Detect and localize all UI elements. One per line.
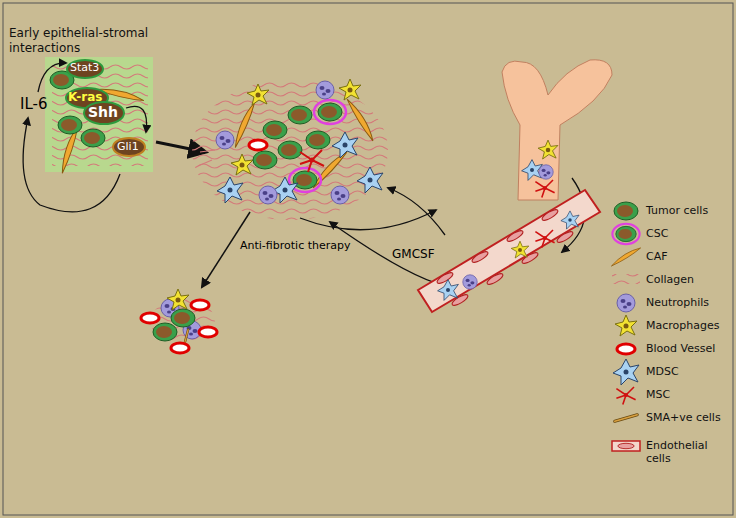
treated-tumor-part: [199, 327, 217, 337]
tumor-mass-part: [300, 150, 324, 172]
treated-tumor-part: [171, 309, 195, 327]
early-box-art-part: [81, 129, 105, 147]
legend-text: Tumor cells: [646, 204, 730, 217]
tumor-mass-part: [192, 80, 388, 220]
early-box-art-part: [58, 116, 82, 134]
treated-tumor-part: [171, 343, 189, 353]
therapy-label: Anti-fibrotic therapy: [240, 240, 350, 253]
gene-label: Gli1: [117, 141, 139, 154]
blood-vessel-tube-part: [438, 280, 459, 301]
blood-vessel-tube-part: [486, 272, 505, 286]
legend-icons-part: [612, 441, 640, 451]
gene-label: Stat3: [70, 62, 99, 75]
tumor-mass-part: [247, 84, 269, 105]
blood-vessel-tube-part: [541, 208, 560, 222]
early-box-art-part: [126, 106, 147, 132]
tumor-mass-part: [217, 177, 243, 203]
blood-vessel-tube-part: [471, 250, 490, 264]
bone-part: [535, 180, 554, 198]
legend-text: CAF: [646, 250, 730, 263]
gene-label: Shh: [88, 104, 118, 120]
early-box-art-part: [45, 57, 153, 172]
treated-tumor-part: [167, 289, 189, 310]
treated-tumor-part: [141, 313, 159, 323]
tumor-mass-part: [198, 150, 215, 166]
legend-icons-part: [609, 248, 643, 266]
legend-icons-part: [618, 443, 634, 448]
legend-text: SMA+ve cells: [646, 411, 730, 424]
tumor-mass-part: [306, 131, 330, 149]
arrows-part: [330, 222, 470, 287]
legend-text: Blood Vessel: [646, 342, 730, 355]
treated-tumor-part: [191, 300, 209, 310]
tumor-mass-part: [347, 96, 373, 145]
legend-icons-part: [617, 344, 635, 354]
legend-icons-part: [612, 274, 640, 284]
blood-vessel-tube-part: [511, 241, 529, 258]
tumor-mass-part: [231, 154, 253, 175]
box-heading: Early epithelial-stromal interactions: [9, 26, 149, 55]
blood-vessel-tube: [418, 190, 600, 312]
gene-label: K-ras: [68, 91, 102, 105]
tumor-mass: [192, 79, 388, 220]
treated-tumor-part: [153, 323, 177, 341]
tumor-mass-part: [339, 79, 361, 100]
tumor-mass-part: [278, 141, 302, 159]
tumor-mass-part: [288, 106, 312, 124]
legend-icons-part: [615, 315, 637, 336]
arrows-part: [388, 188, 445, 235]
legend-icons-part: [614, 202, 638, 220]
legend-text: CSC: [646, 227, 730, 240]
tumor-mass-part: [259, 186, 277, 204]
frame: [3, 3, 733, 515]
tumor-mass-part: [253, 151, 277, 169]
tumor-mass-part: [331, 186, 349, 204]
arrows-part: [38, 63, 66, 92]
tumor-mass-part: [314, 100, 346, 124]
blood-vessel-tube-part: [436, 271, 455, 285]
tumor-mass-part: [249, 140, 267, 150]
tumor-mass-part: [357, 167, 383, 193]
tumor-mass-part: [332, 132, 358, 158]
blood-vessel-tube-part: [463, 275, 477, 289]
tumor-mass-part: [216, 131, 234, 149]
signal-name: GMCSF: [392, 248, 435, 262]
bone-part: [539, 165, 553, 179]
early-box-art: [45, 57, 153, 173]
legend-icons-part: [616, 387, 635, 405]
signal-name: IL-6: [20, 96, 47, 113]
blood-vessel-tube-part: [535, 230, 554, 248]
blood-vessel-tube-part: [556, 230, 575, 244]
tumor-mass-part: [263, 121, 287, 139]
early-box-art-part: [84, 102, 124, 124]
bone-part: [538, 140, 558, 159]
legend-text: MSC: [646, 388, 730, 401]
legend-icons-part: [612, 224, 639, 244]
legend-text: Collagen: [646, 273, 730, 286]
tumor-mass-part: [316, 81, 334, 99]
legend-icons-part: [617, 294, 635, 312]
legend-text: Neutrophils: [646, 296, 730, 309]
blood-vessel-tube-part: [561, 211, 579, 229]
early-box-art-part: [113, 138, 145, 156]
bone: [502, 60, 612, 200]
treated-tumor: [141, 289, 217, 353]
legend-text: Macrophages: [646, 319, 730, 332]
legend-icons-part: [613, 359, 639, 385]
frame-part: [3, 3, 733, 515]
early-box-art-part: [67, 60, 103, 78]
legend-icons: [609, 202, 643, 451]
legend-icons-part: [615, 415, 637, 421]
blood-vessel-tube-part: [506, 229, 525, 243]
bone-part: [502, 60, 612, 200]
legend-text: Endothelial cells: [646, 439, 730, 465]
blood-vessel-tube-part: [418, 190, 600, 312]
arrows-part: [23, 118, 120, 212]
legend-text: MDSC: [646, 365, 730, 378]
